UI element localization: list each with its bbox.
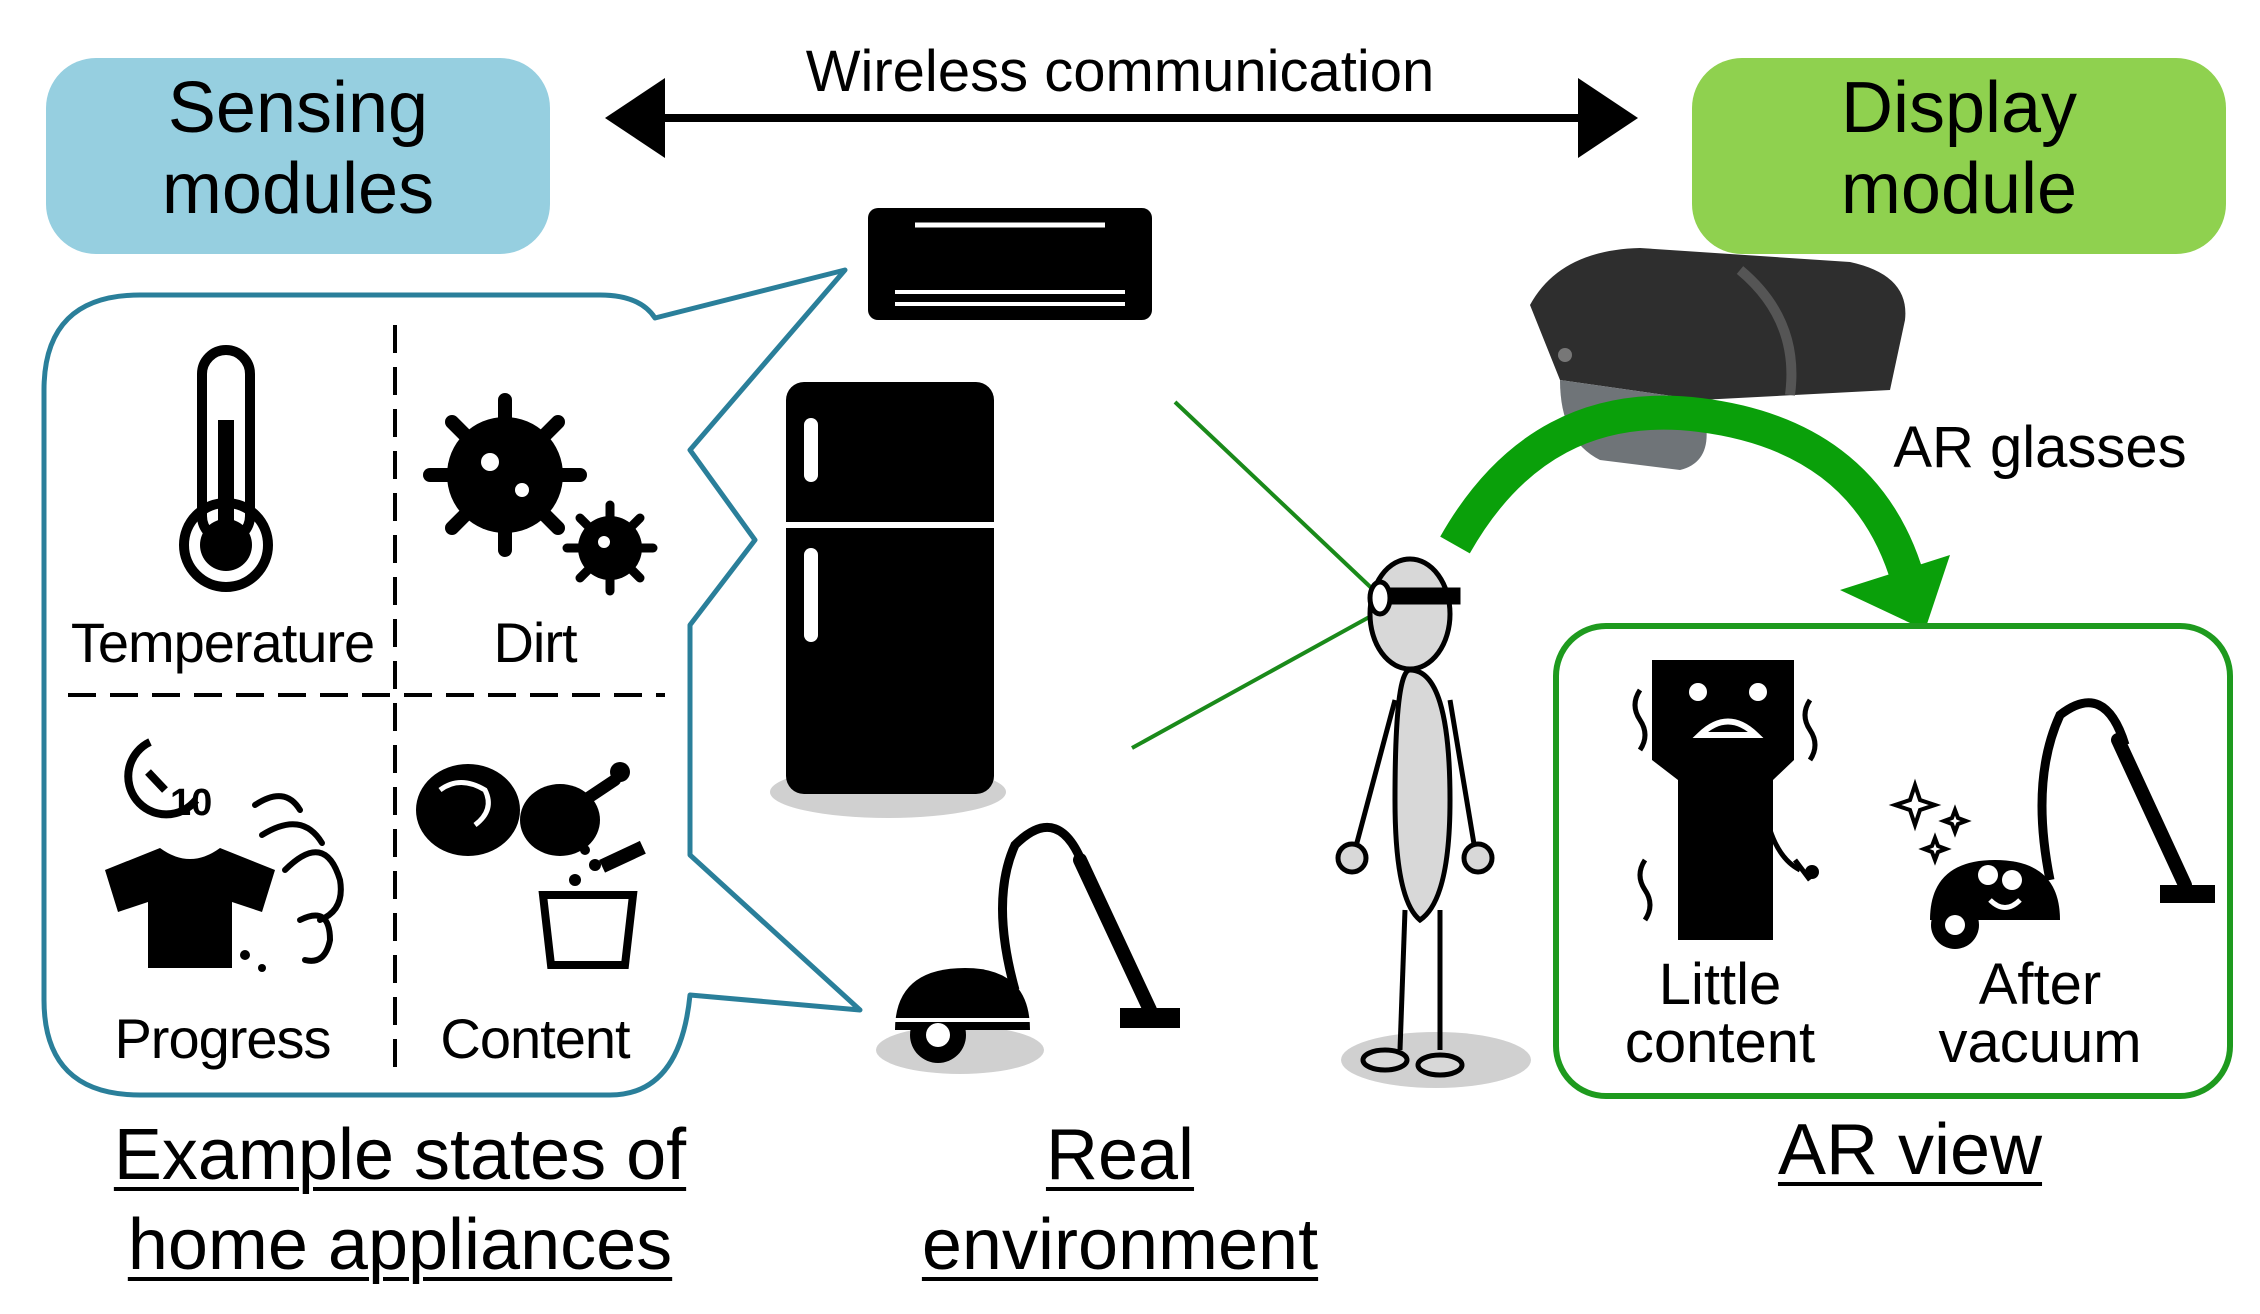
gaze-lines [1131,400,1384,750]
wireless-communication-label: Wireless communication [805,39,1435,104]
content-label: Content [440,1007,630,1070]
display-module-box [1692,58,2226,254]
vacuum-cleaner-icon [876,822,1180,1074]
after-vacuum-label: After vacuum [1938,952,2142,1075]
states-speech-bubble [41,267,863,1098]
wireless-arrow [605,78,1638,158]
temperature-label: Temperature [70,611,375,674]
ar-curved-arrow [1440,395,1950,630]
sensing-module-title: Sensing modules [161,68,435,229]
dirt-icon [423,393,658,596]
timer-number: 10 [170,782,212,824]
progress-label: Progress [114,1007,331,1070]
real-environment-caption: Real environment [921,1115,1319,1285]
thermometer-icon [179,345,273,592]
progress-icon: 10 [105,738,344,972]
content-icon [416,762,646,969]
person-icon [1335,556,1531,1088]
happy-vacuum-icon [1888,698,2215,949]
sad-fridge-icon [1632,660,1819,940]
states-caption: Example states of home appliances [113,1115,687,1285]
refrigerator-icon [770,382,1006,818]
little-content-label: Little content [1624,952,1816,1075]
air-conditioner-icon [868,208,1152,320]
ar-glasses-label: AR glasses [1893,415,2187,480]
dirt-label: Dirt [493,611,577,674]
display-module-title: Display module [1840,68,2078,229]
ar-view-caption: AR view [1777,1110,2043,1190]
sensing-module-box [46,58,550,254]
